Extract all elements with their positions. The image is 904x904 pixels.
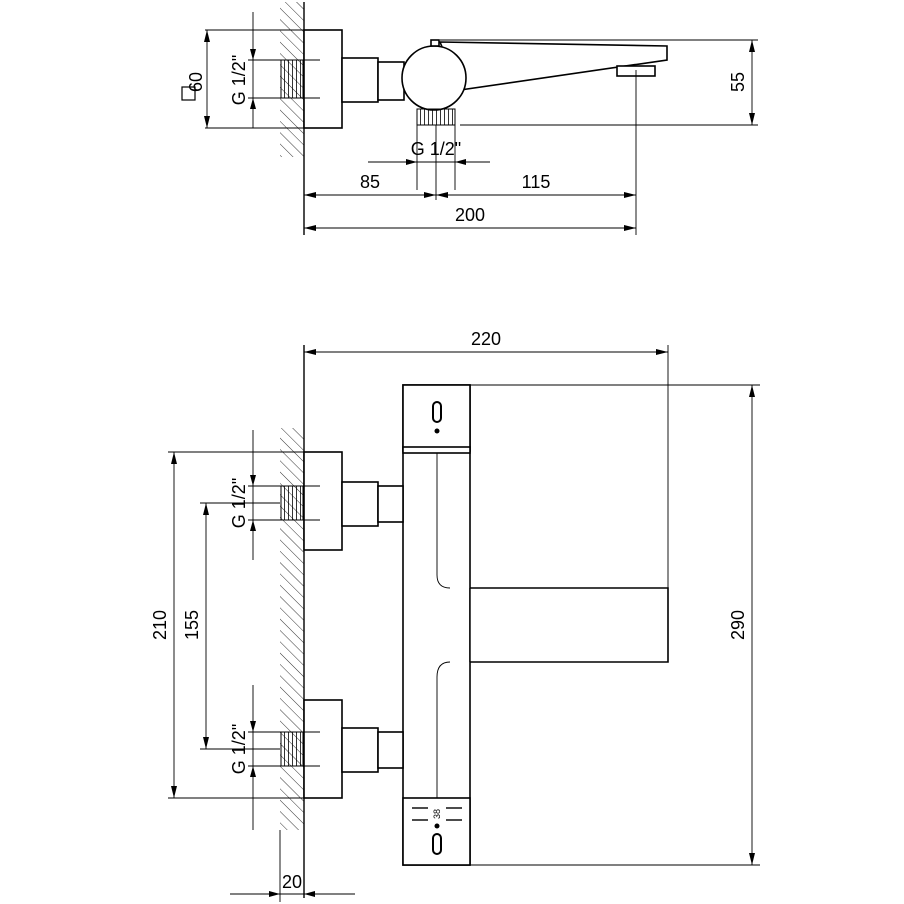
dim-200-label: 200 xyxy=(455,205,485,225)
dim-85-label: 85 xyxy=(360,172,380,192)
lower-connector-nut xyxy=(341,727,379,773)
dim-210-label: 210 xyxy=(150,610,170,640)
upper-thread-stub xyxy=(280,485,304,521)
lower-connector-pipe xyxy=(377,731,404,769)
bottom-handle-dot xyxy=(434,823,440,829)
square-dim-label: 60 xyxy=(186,72,206,92)
dim-290-label: 290 xyxy=(728,610,748,640)
thread-left-label: G 1/2" xyxy=(229,55,249,105)
top-knob xyxy=(430,39,440,47)
lower-thread-stub xyxy=(280,731,304,767)
lower-wall-flange xyxy=(303,699,343,799)
top-handle-indicator xyxy=(432,401,442,423)
dim-20-label: 20 xyxy=(282,872,302,892)
upper-connector-pipe xyxy=(377,485,404,523)
bottom-handle-indicator xyxy=(432,833,442,855)
mixer-body-top xyxy=(401,45,467,111)
wall-flange-top xyxy=(303,29,343,129)
dim-115-label: 115 xyxy=(522,172,551,192)
dim-155-label: 155 xyxy=(182,610,202,640)
upper-wall-flange xyxy=(303,451,343,551)
dim-220-label: 220 xyxy=(471,329,501,349)
front-view: 220 290 38 xyxy=(150,329,760,902)
thread-stub-bottom xyxy=(416,108,456,126)
upper-connector-nut xyxy=(341,481,379,527)
square-symbol xyxy=(181,86,196,101)
dial-label: 38 xyxy=(432,809,442,819)
spout-front xyxy=(470,587,669,663)
connector-nut-top xyxy=(341,57,379,103)
thread-stub-top xyxy=(280,59,304,99)
top-handle-dot xyxy=(434,428,440,434)
top-view: 60 G 1/2" G 1/2" 85 115 200 xyxy=(181,2,758,235)
connector-pipe-top xyxy=(377,61,405,101)
mixer-body-front xyxy=(402,384,471,866)
top-handle-ring xyxy=(402,446,471,454)
dim-55-label: 55 xyxy=(728,72,748,92)
